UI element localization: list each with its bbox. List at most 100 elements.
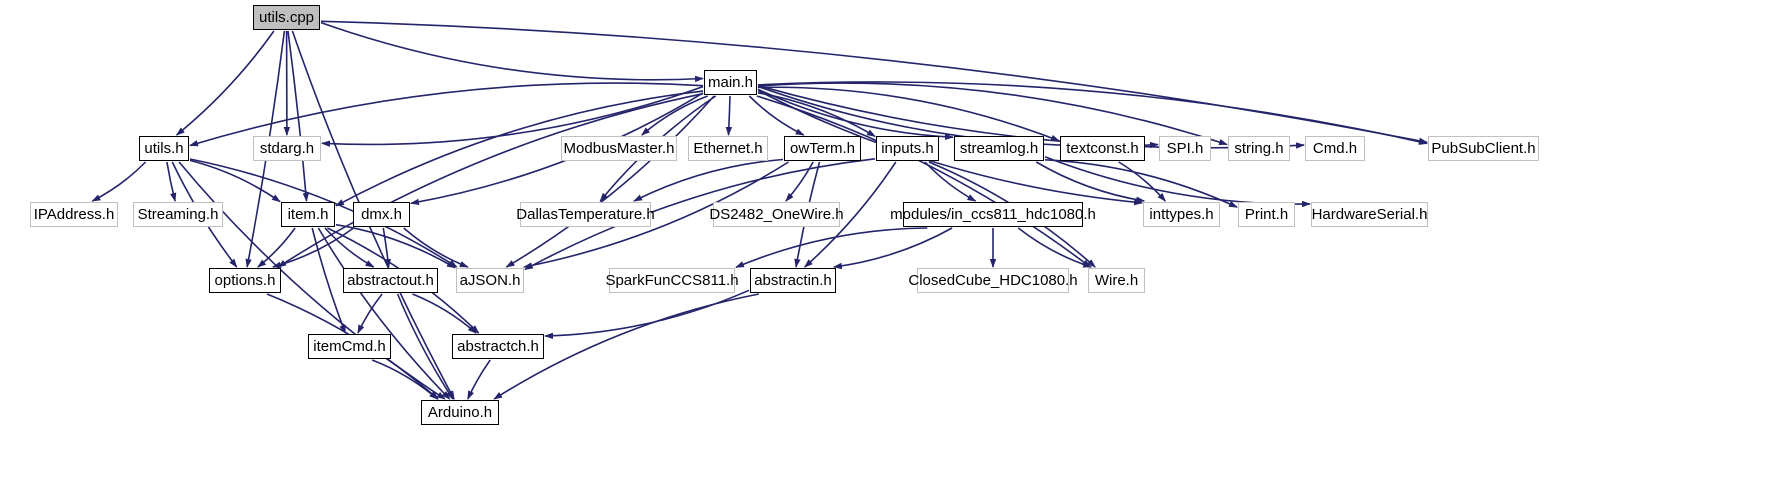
graph-node-abstractout-h[interactable]: abstractout.h — [343, 268, 438, 293]
graph-edge — [324, 227, 375, 268]
graph-node-modules-in-ccs811-hdc1080-h[interactable]: modules/in_ccs811_hdc1080.h — [890, 202, 1096, 227]
graph-node-sparkfunccs811-h[interactable]: SparkFunCCS811.h — [605, 268, 739, 293]
graph-edge — [271, 227, 355, 268]
graph-node-label: Cmd.h — [1312, 140, 1358, 157]
graph-node-print-h[interactable]: Print.h — [1238, 202, 1295, 227]
graph-node-label: options.h — [214, 272, 276, 289]
graph-edge — [189, 159, 281, 203]
graph-node-hardwareserial-h[interactable]: HardwareSerial.h — [1311, 202, 1428, 227]
graph-edge — [410, 92, 704, 206]
graph-edge — [757, 89, 1143, 206]
graph-node-label: stdarg.h — [259, 140, 315, 157]
graph-edge — [757, 88, 954, 141]
graph-edge — [505, 95, 715, 268]
graph-edge — [175, 30, 275, 136]
graph-node-label: abstractout.h — [347, 272, 434, 289]
graph-edge — [523, 161, 789, 269]
graph-node-label: Print.h — [1244, 206, 1289, 223]
graph-edge — [832, 227, 953, 270]
graph-node-label: Ethernet.h — [693, 140, 763, 157]
graph-node-main-h[interactable]: main.h — [704, 70, 757, 95]
graph-edge — [412, 293, 477, 334]
graph-node-spi-h[interactable]: SPI.h — [1159, 136, 1211, 161]
graph-edge — [748, 95, 805, 136]
graph-edge — [803, 161, 897, 268]
graph-node-label: Streaming.h — [137, 206, 219, 223]
graph-node-dallastemperature-h[interactable]: DallasTemperature.h — [516, 202, 655, 227]
graph-node-label: HardwareSerial.h — [1311, 206, 1428, 223]
graph-node-ipaddress-h[interactable]: IPAddress.h — [30, 202, 118, 227]
graph-node-pubsubclient-h[interactable]: PubSubClient.h — [1428, 136, 1539, 161]
graph-node-options-h[interactable]: options.h — [209, 268, 281, 293]
graph-node-wire-h[interactable]: Wire.h — [1088, 268, 1145, 293]
graph-edge — [725, 95, 733, 136]
graph-node-abstractin-h[interactable]: abstractin.h — [750, 268, 836, 293]
graph-edge — [396, 293, 454, 400]
graph-node-string-h[interactable]: string.h — [1228, 136, 1290, 161]
graph-node-label: ClosedCube_HDC1080.h — [908, 272, 1078, 289]
graph-edge — [924, 161, 977, 202]
graph-node-label: abstractch.h — [457, 338, 539, 355]
graph-edge — [785, 161, 814, 202]
graph-node-label: modules/in_ccs811_hdc1080.h — [890, 206, 1096, 223]
graph-node-streaming-h[interactable]: Streaming.h — [133, 202, 223, 227]
graph-node-streamlog-h[interactable]: streamlog.h — [954, 136, 1044, 161]
graph-edge — [257, 227, 296, 268]
graph-node-abstractch-h[interactable]: abstractch.h — [452, 334, 544, 359]
graph-node-label: owTerm.h — [789, 140, 856, 157]
graph-node-label: utils.h — [144, 140, 184, 157]
graph-node-label: textconst.h — [1066, 140, 1139, 157]
graph-node-textconst-h[interactable]: textconst.h — [1060, 136, 1145, 161]
graph-node-utils-h[interactable]: utils.h — [139, 136, 189, 161]
graph-node-ajson-h[interactable]: aJSON.h — [456, 268, 524, 293]
graph-node-dmx-h[interactable]: dmx.h — [353, 202, 410, 227]
graph-edge — [189, 82, 704, 147]
graph-node-item-h[interactable]: item.h — [281, 202, 335, 227]
graph-node-label: inputs.h — [881, 140, 934, 157]
graph-node-cmd-h[interactable]: Cmd.h — [1305, 136, 1365, 161]
graph-node-label: aJSON.h — [459, 272, 521, 289]
graph-node-label: inttypes.h — [1149, 206, 1214, 223]
graph-edge — [403, 227, 469, 268]
graph-edge — [757, 86, 1060, 142]
graph-edge — [91, 161, 147, 202]
graph-edge — [166, 161, 177, 202]
graph-node-label: Arduino.h — [427, 404, 493, 421]
graph-edge — [493, 293, 760, 400]
graph-edge — [277, 92, 704, 268]
graph-node-itemcmd-h[interactable]: itemCmd.h — [308, 334, 391, 359]
graph-edge — [633, 158, 784, 202]
graph-edge — [1044, 159, 1238, 208]
graph-node-label: main.h — [707, 74, 754, 91]
graph-node-utils-cpp[interactable]: utils.cpp — [253, 5, 320, 30]
graph-edge — [1118, 161, 1166, 202]
graph-edge — [189, 158, 458, 268]
graph-node-label: Wire.h — [1094, 272, 1139, 289]
graph-edge — [357, 293, 383, 334]
graph-edge — [467, 359, 491, 400]
graph-edge — [756, 95, 1091, 268]
graph-node-label: ModbusMaster.h — [563, 140, 675, 157]
graph-edge — [382, 227, 391, 268]
graph-edge — [524, 158, 876, 271]
graph-node-inttypes-h[interactable]: inttypes.h — [1143, 202, 1220, 227]
graph-edge — [1035, 161, 1146, 203]
graph-node-modbusmaster-h[interactable]: ModbusMaster.h — [561, 136, 677, 161]
graph-edge — [335, 90, 704, 207]
graph-node-closedcube-hdc1080-h[interactable]: ClosedCube_HDC1080.h — [908, 268, 1078, 293]
graph-edge — [757, 81, 1428, 145]
graph-node-label: item.h — [287, 206, 329, 223]
graph-edge — [317, 227, 451, 400]
graph-node-label: abstractin.h — [754, 272, 832, 289]
graph-edge — [311, 227, 347, 334]
graph-node-stdarg-h[interactable]: stdarg.h — [253, 136, 321, 161]
graph-node-arduino-h[interactable]: Arduino.h — [421, 400, 499, 425]
graph-edge — [1017, 227, 1093, 268]
graph-node-inputs-h[interactable]: inputs.h — [876, 136, 939, 161]
graph-node-owterm-h[interactable]: owTerm.h — [784, 136, 861, 161]
graph-node-label: DS2482_OneWire.h — [709, 206, 844, 223]
graph-node-ds2482-onewire-h[interactable]: DS2482_OneWire.h — [709, 202, 844, 227]
graph-node-ethernet-h[interactable]: Ethernet.h — [688, 136, 768, 161]
